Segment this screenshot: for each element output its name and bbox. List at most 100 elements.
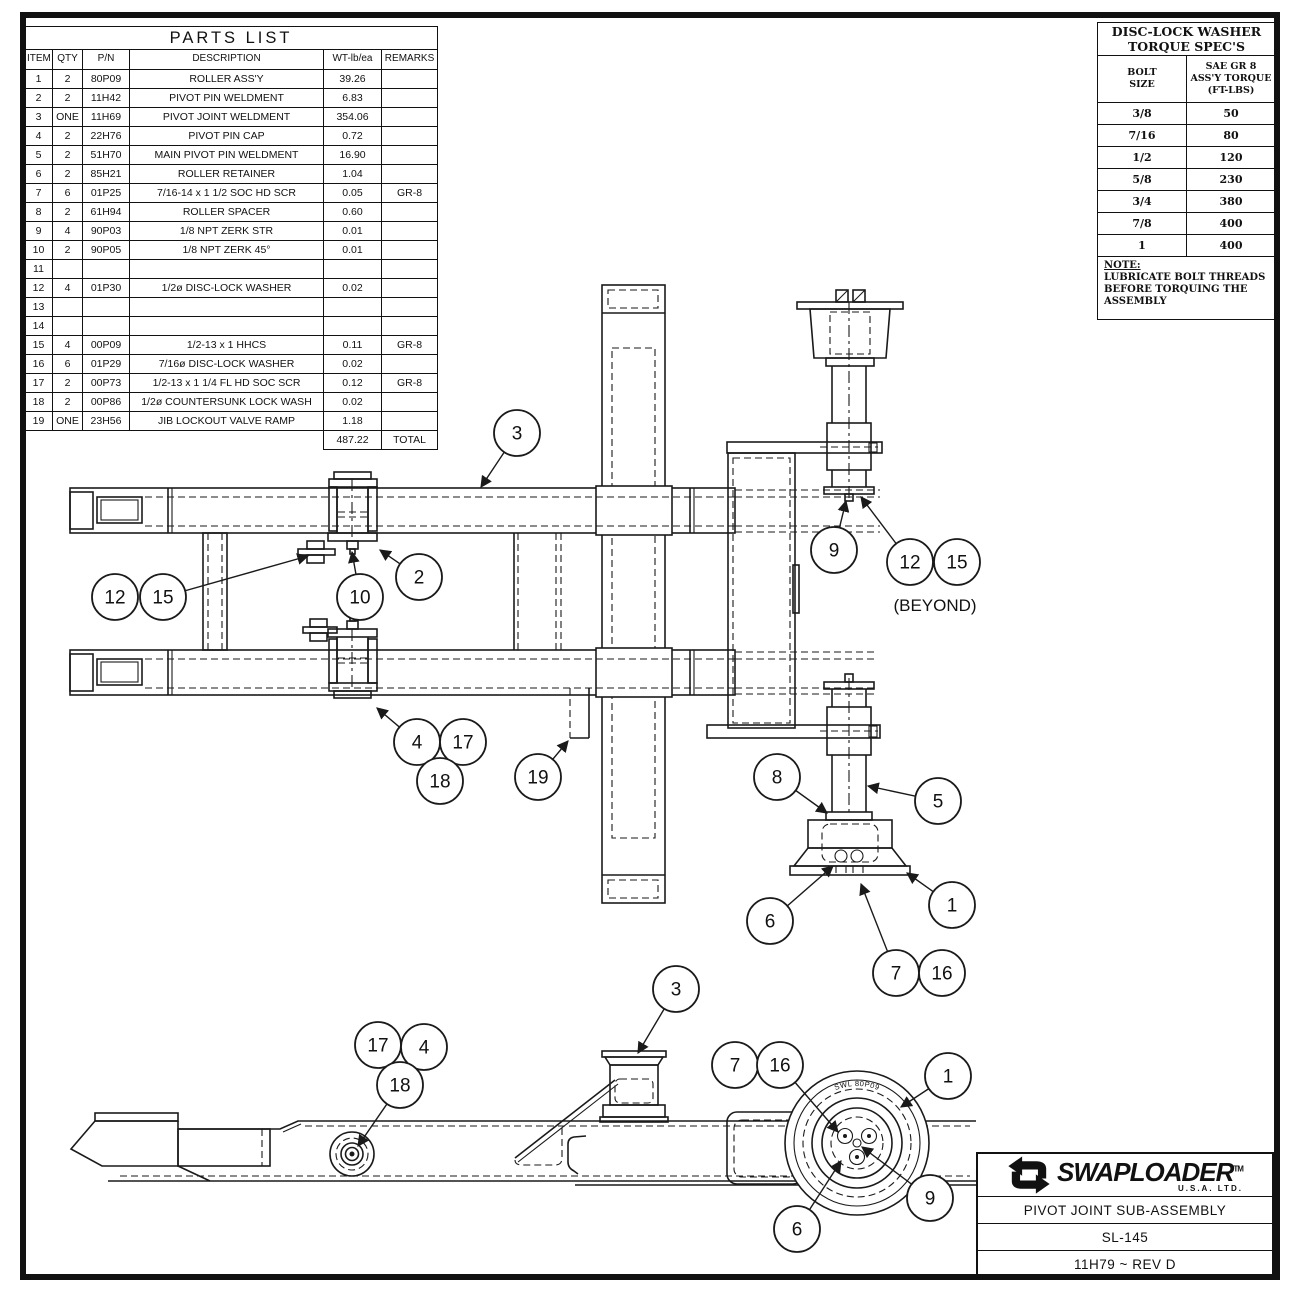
table-cell (380, 221, 439, 241)
title-block: SWAPLOADERTM U.S.A. LTD. PIVOT JOINT SUB… (976, 1152, 1274, 1278)
leader-line (162, 553, 310, 598)
table-cell: 9 (24, 221, 53, 241)
balloon-4 (400, 1023, 448, 1071)
table-cell: 0.60 (323, 202, 382, 222)
pivot-pin-upper-right (796, 289, 904, 502)
balloon-18 (416, 757, 464, 805)
balloon-label: 1 (947, 896, 958, 917)
table-cell: 6.83 (323, 88, 382, 108)
balloon-6 (773, 1205, 821, 1253)
balloon-label: 7 (891, 964, 902, 985)
table-row: 13 (24, 297, 439, 317)
table-cell: 7/16ø DISC-LOCK WASHER (129, 354, 324, 374)
table-cell: ROLLER SPACER (129, 202, 324, 222)
table-cell: 85H21 (82, 164, 130, 184)
table-cell: 80 (1186, 124, 1276, 147)
balloon-label: 18 (429, 772, 450, 793)
top-view (69, 284, 911, 904)
table-cell: 120 (1186, 146, 1276, 169)
table-cell: 11H42 (82, 88, 130, 108)
table-cell: 12 (24, 278, 53, 298)
table-cell: 6 (52, 183, 83, 203)
swaploader-logo-icon (1008, 1156, 1050, 1194)
table-cell: 90P03 (82, 221, 130, 241)
table-cell: 14 (24, 316, 53, 336)
table-row: 14 (24, 316, 439, 336)
balloon-label: 16 (769, 1056, 790, 1077)
valve-ramp-bracket (569, 688, 590, 739)
table-cell: 19 (24, 411, 53, 431)
revision: 11H79 ~ REV D (978, 1250, 1272, 1277)
table-cell: 0.02 (323, 354, 382, 374)
brand-name: SWAPLOADERTM (1057, 1157, 1244, 1187)
column-header: REMARKS (380, 49, 439, 70)
table-cell: JIB LOCKOUT VALVE RAMP (129, 411, 324, 431)
table-cell: MAIN PIVOT PIN WELDMENT (129, 145, 324, 165)
table-cell (380, 69, 439, 89)
table-cell: 0.02 (323, 278, 382, 298)
table-cell: 16 (24, 354, 53, 374)
table-cell (380, 297, 439, 317)
balloon-19 (514, 753, 562, 801)
torque-header: SAE GR 8 ASS'Y TORQUE (FT-LBS) (1186, 55, 1276, 103)
table-cell (129, 259, 324, 279)
table-cell: 7 (24, 183, 53, 203)
table-cell: 13 (24, 297, 53, 317)
balloon-label: 9 (829, 541, 840, 562)
table-cell: 0.02 (323, 392, 382, 412)
balloon-5 (914, 777, 962, 825)
balloon-label: 5 (933, 792, 944, 813)
balloon-label: 9 (925, 1189, 936, 1210)
table-cell: 15 (24, 335, 53, 355)
table-cell (52, 316, 83, 336)
balloon-label: 2 (414, 568, 425, 589)
table-cell: 2 (52, 202, 83, 222)
balloon-label: 12 (104, 588, 125, 609)
balloon-label: 1 (943, 1067, 954, 1088)
table-cell (380, 316, 439, 336)
balloon-8 (753, 753, 801, 801)
parts-list-title: PARTS LIST (23, 26, 439, 50)
balloon-9 (810, 526, 858, 574)
logo-row: SWAPLOADERTM U.S.A. LTD. (978, 1154, 1272, 1196)
parts-list-total-row: 487.22 TOTAL (25, 430, 439, 450)
table-cell: 10 (24, 240, 53, 260)
table-cell: 1 (1097, 234, 1187, 257)
table-cell: 22H76 (82, 126, 130, 146)
zerk-fitting-upper (297, 540, 336, 564)
pivot-pin-lower-left (327, 615, 378, 699)
table-cell: 51H70 (82, 145, 130, 165)
balloon-label: 18 (389, 1076, 410, 1097)
table-cell: 1.18 (323, 411, 382, 431)
table-cell: 80P09 (82, 69, 130, 89)
table-cell: 5/8 (1097, 168, 1187, 191)
table-cell: 3 (24, 107, 53, 127)
pivot-pin-upper-left (327, 471, 378, 555)
table-cell (323, 259, 382, 279)
balloon-1 (924, 1052, 972, 1100)
table-cell (380, 411, 439, 431)
table-cell (52, 297, 83, 317)
table-cell: 00P09 (82, 335, 130, 355)
table-cell: 18 (24, 392, 53, 412)
table-cell (380, 392, 439, 412)
table-cell: 3/4 (1097, 190, 1187, 213)
table-cell: 1 (24, 69, 53, 89)
table-cell: 01P29 (82, 354, 130, 374)
table-cell: 6 (52, 354, 83, 374)
total-label: TOTAL (380, 430, 439, 450)
balloon-label: 4 (419, 1038, 430, 1059)
column-header: ITEM (24, 49, 53, 70)
table-cell: 0.05 (323, 183, 382, 203)
total-weight: 487.22 (323, 430, 382, 450)
balloon-15 (139, 573, 187, 621)
table-cell: 1/2ø COUNTERSUNK LOCK WASH (129, 392, 324, 412)
